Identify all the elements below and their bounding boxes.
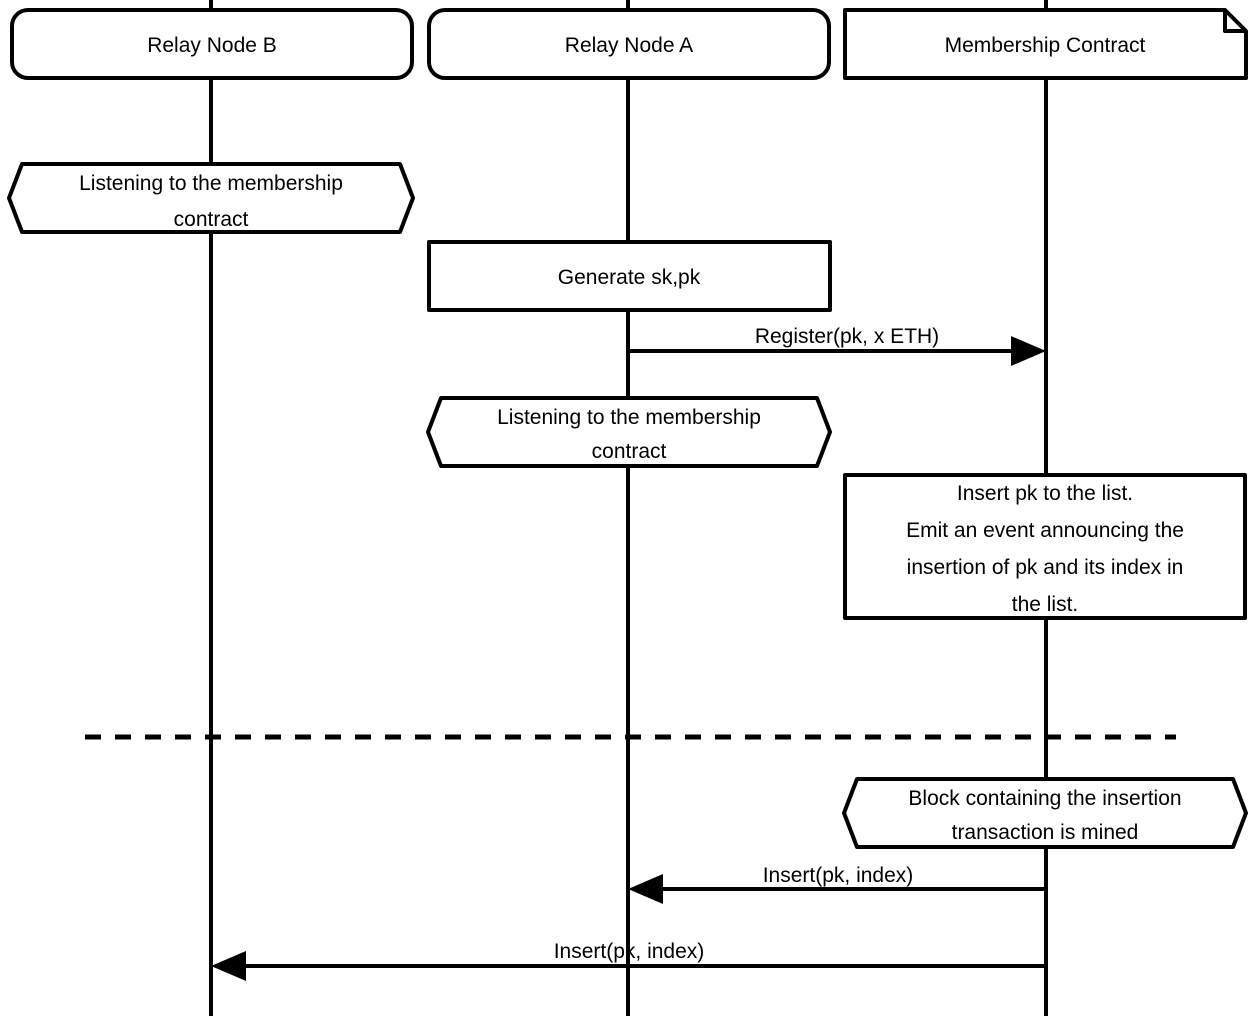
note-contract-insert-line-2: Emit an event announcing the (906, 519, 1184, 542)
message-insert-to-b[interactable]: Insert(pk, index) (211, 940, 1046, 981)
note-contract-mined-line-2: transaction is mined (952, 821, 1139, 844)
note-a-generate[interactable]: Generate sk,pk (427, 240, 832, 312)
message-insert-to-b-arrowhead (211, 951, 246, 981)
message-register-label: Register(pk, x ETH) (755, 325, 939, 348)
message-insert-to-b-label: Insert(pk, index) (554, 940, 705, 963)
note-b-listening-line-1: Listening to the membership (79, 172, 343, 195)
message-insert-to-a-arrowhead (628, 874, 663, 904)
note-b-listening-line-2: contract (174, 208, 249, 231)
participant-box-relay-node-a[interactable] (427, 8, 831, 80)
note-contract-mined[interactable]: Block containing the insertion transacti… (842, 777, 1248, 849)
note-contract-insert[interactable]: Insert pk to the list. Emit an event ann… (843, 473, 1247, 620)
participant-label-membership-contract: Membership Contract (945, 34, 1146, 57)
note-contract-insert-line-1: Insert pk to the list. (957, 482, 1133, 505)
participant-header-membership-contract[interactable]: Membership Contract (843, 8, 1248, 80)
message-register[interactable]: Register(pk, x ETH) (628, 325, 1046, 366)
message-insert-to-a-label: Insert(pk, index) (763, 864, 914, 887)
note-contract-insert-line-4: the list. (1012, 593, 1079, 616)
note-b-listening[interactable]: Listening to the membership contract (7, 162, 415, 234)
note-a-generate-shape[interactable] (427, 240, 832, 312)
note-a-listening[interactable]: Listening to the membership contract (426, 396, 832, 468)
participant-box-membership-contract[interactable] (843, 8, 1248, 80)
folded-corner-icon (1223, 10, 1246, 33)
message-insert-to-a[interactable]: Insert(pk, index) (628, 864, 1046, 904)
participant-header-relay-node-b[interactable]: Relay Node B (10, 8, 414, 80)
note-a-generate-line-1: Generate sk,pk (558, 266, 701, 289)
message-register-arrowhead (1011, 336, 1046, 366)
note-contract-mined-line-1: Block containing the insertion (908, 787, 1181, 810)
participant-header-relay-node-a[interactable]: Relay Node A (427, 8, 831, 80)
note-contract-insert-line-3: insertion of pk and its index in (907, 556, 1184, 579)
note-b-listening-shape[interactable] (7, 162, 415, 234)
note-a-listening-line-2: contract (592, 440, 667, 463)
note-contract-mined-shape[interactable] (842, 777, 1248, 849)
participant-label-relay-node-a: Relay Node A (565, 34, 693, 57)
note-a-listening-shape[interactable] (426, 396, 832, 468)
participant-box-relay-node-b[interactable] (10, 8, 414, 80)
participant-label-relay-node-b: Relay Node B (147, 34, 277, 57)
note-contract-insert-shape[interactable] (843, 473, 1247, 620)
note-a-listening-line-1: Listening to the membership (497, 406, 761, 429)
